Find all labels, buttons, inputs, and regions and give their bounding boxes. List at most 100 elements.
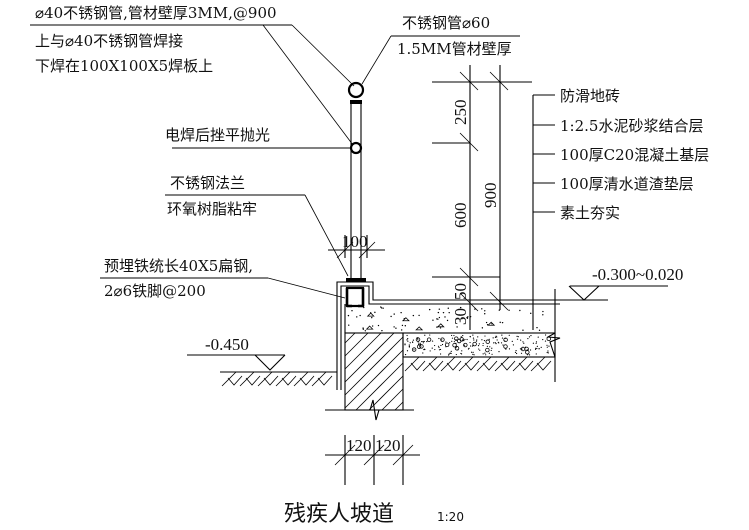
stipple <box>439 327 442 329</box>
stipple <box>538 348 540 350</box>
stipple <box>456 326 458 328</box>
stipple <box>436 323 445 328</box>
stipple <box>508 309 510 311</box>
stipple <box>434 348 436 351</box>
curb-outline <box>336 281 560 390</box>
stipple <box>445 341 447 343</box>
dim-120-left: 120 <box>346 436 372 455</box>
stipple <box>540 346 542 348</box>
stipple <box>492 337 494 339</box>
stipple <box>447 354 450 356</box>
dim-30: 30 <box>451 308 470 325</box>
stipple <box>467 348 470 350</box>
drawing-scale: 1:20 <box>437 510 464 524</box>
embedded-steel-icon <box>345 288 365 308</box>
stipple <box>351 310 353 312</box>
hatch-line <box>464 360 480 371</box>
hatch-line <box>299 375 315 386</box>
hatch-line <box>446 360 462 371</box>
dim-900: 900 <box>481 183 500 209</box>
stipple <box>489 346 491 348</box>
callout-embedded-steel: 预埋铁统长40X5扁钢, 2⌀6铁脚@200 <box>100 257 346 300</box>
stipple <box>422 352 424 354</box>
stipple <box>528 336 531 338</box>
stipple <box>436 318 438 320</box>
hatch-line <box>518 360 534 371</box>
aggregate <box>416 344 422 349</box>
stipple <box>542 314 544 316</box>
stipple <box>466 338 468 341</box>
stipple <box>501 334 503 336</box>
aggregate <box>415 337 421 342</box>
stipple <box>404 353 407 356</box>
stipple <box>494 342 496 344</box>
ballast-layer <box>402 332 561 358</box>
stipple <box>447 307 449 309</box>
stipple <box>437 345 440 347</box>
stipple <box>347 314 350 317</box>
foundation-wall <box>325 332 414 421</box>
hatch-line <box>536 360 552 371</box>
stipple <box>407 340 409 342</box>
stipple <box>485 354 487 356</box>
callout-handrail-pipe: ⌀40不锈钢管,管材壁厚3MM,@900 上与⌀40不锈钢管焊接 下焊在100X… <box>30 4 355 146</box>
stipple <box>460 336 462 338</box>
dim-120-right: 120 <box>375 436 401 455</box>
stipple <box>426 340 428 343</box>
stipple <box>536 326 538 329</box>
stipple <box>406 334 408 337</box>
top-rail-pipe-circle <box>347 81 365 99</box>
stipple <box>488 338 490 340</box>
stipple <box>362 328 365 330</box>
stipple <box>415 326 424 331</box>
aggregate <box>463 342 468 348</box>
stipple <box>377 324 380 327</box>
stipple <box>448 353 450 355</box>
stipple <box>472 351 474 353</box>
stipple <box>431 347 433 349</box>
stipple <box>449 352 451 354</box>
hatch-line <box>368 375 404 411</box>
stipple <box>522 329 524 331</box>
stipple <box>348 324 350 326</box>
stipple <box>438 337 440 340</box>
aggregate <box>419 344 424 349</box>
stipple <box>408 344 410 346</box>
stipple <box>546 344 548 346</box>
stipple <box>424 334 426 336</box>
stipple <box>409 342 411 344</box>
layer-label: 防滑地砖 <box>560 87 620 105</box>
aggregate <box>456 338 462 344</box>
stipple <box>411 341 414 343</box>
stipple <box>406 350 409 352</box>
stipple <box>548 345 550 347</box>
stipple <box>547 352 549 354</box>
stipple <box>438 316 441 319</box>
stipple <box>530 334 532 337</box>
stipple <box>508 348 511 350</box>
stipple <box>469 345 472 347</box>
layer-label: 100厚C20混凝土基层 <box>560 146 709 164</box>
stipple <box>487 321 496 326</box>
stipple <box>431 340 434 342</box>
aggregate <box>452 342 457 348</box>
hatch-line <box>281 375 297 386</box>
stipple <box>520 352 523 354</box>
hatch-line <box>344 332 356 344</box>
stipple <box>491 353 493 355</box>
stipple <box>542 310 544 313</box>
stipple <box>535 341 538 343</box>
stipple <box>412 339 415 341</box>
stipple <box>469 341 471 344</box>
stipple <box>448 311 450 314</box>
stipple <box>429 334 431 336</box>
stipple <box>523 342 525 344</box>
callout-top-rail: 不锈钢管⌀60 1.5MM管材壁厚 <box>361 14 520 85</box>
stipple <box>477 345 480 347</box>
stipple <box>453 341 455 343</box>
hatch-line <box>355 362 404 411</box>
aggregate <box>485 347 490 353</box>
stipple <box>482 342 484 345</box>
stipple <box>461 350 463 352</box>
